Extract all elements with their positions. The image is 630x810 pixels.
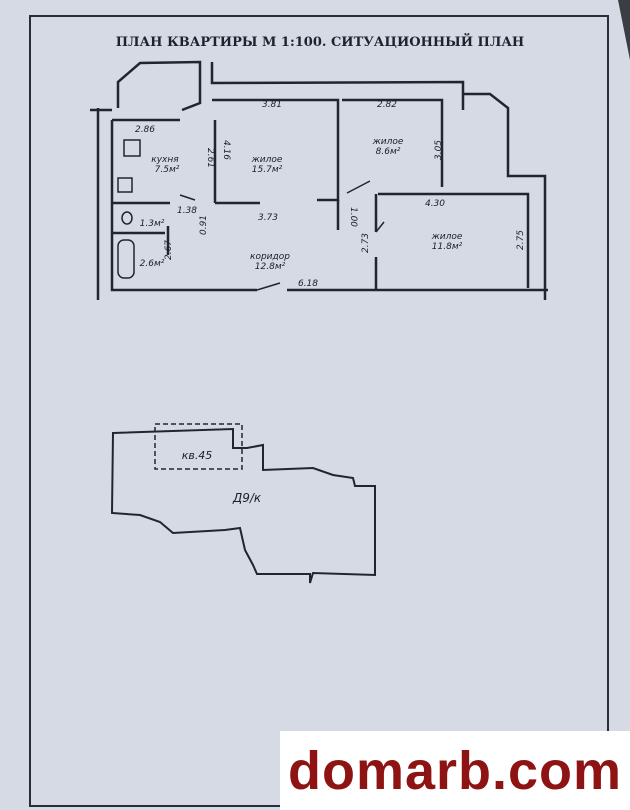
- dimension: 1.00: [348, 207, 358, 227]
- apartment-number: кв.45: [182, 449, 213, 462]
- living-room-3-label: жилое: [431, 232, 463, 242]
- site-plan: кв.45 Д9/к: [110, 423, 376, 584]
- living-room-3-area: 11.8м²: [432, 242, 463, 252]
- apartment-plan: [90, 60, 548, 300]
- dimension: 2.75: [516, 230, 526, 250]
- living-room-1-area: 15.7м²: [252, 165, 283, 175]
- dimension: 2.61: [205, 148, 215, 168]
- dimension: 4.30: [425, 199, 445, 209]
- dimension: 1.38: [177, 206, 197, 216]
- bathroom-area: 2.6м²: [140, 259, 165, 269]
- wc-area: 1.3м²: [140, 219, 165, 229]
- dimension: 0.91: [199, 215, 209, 235]
- dimension: 3.05: [434, 140, 444, 160]
- document-title: ПЛАН КВАРТИРЫ М 1:100. СИТУАЦИОННЫЙ ПЛАН: [116, 33, 524, 50]
- dimension: 3.73: [258, 213, 278, 223]
- apartment-marker: [154, 423, 243, 470]
- dimension: 2.82: [377, 100, 397, 110]
- dimension: 2.67: [164, 240, 174, 260]
- kitchen-label: кухня: [151, 155, 179, 165]
- dimension-labels: 3.81 2.82 2.86 2.61 4.16 3.05 1.38 0.91 …: [135, 100, 526, 289]
- building-number: Д9/к: [232, 491, 262, 505]
- dimension: 4.16: [221, 140, 231, 160]
- building-outline: [110, 427, 376, 584]
- room-labels: кухня 7.5м² жилое 15.7м² жилое 8.6м² жил…: [140, 137, 463, 272]
- living-room-1-label: жилое: [251, 155, 283, 165]
- dimension: 2.73: [361, 233, 371, 253]
- watermark-text: domarb.com: [287, 740, 623, 801]
- dimension: 3.81: [262, 100, 282, 110]
- living-room-2-area: 8.6м²: [376, 147, 401, 157]
- corridor-area: 12.8м²: [255, 262, 286, 272]
- watermark: domarb.com: [280, 731, 630, 810]
- living-room-2-label: жилое: [372, 137, 404, 147]
- dimension: 2.86: [135, 125, 155, 135]
- kitchen-area: 7.5м²: [155, 165, 180, 175]
- corridor-label: коридор: [250, 252, 290, 262]
- dimension: 6.18: [298, 279, 318, 289]
